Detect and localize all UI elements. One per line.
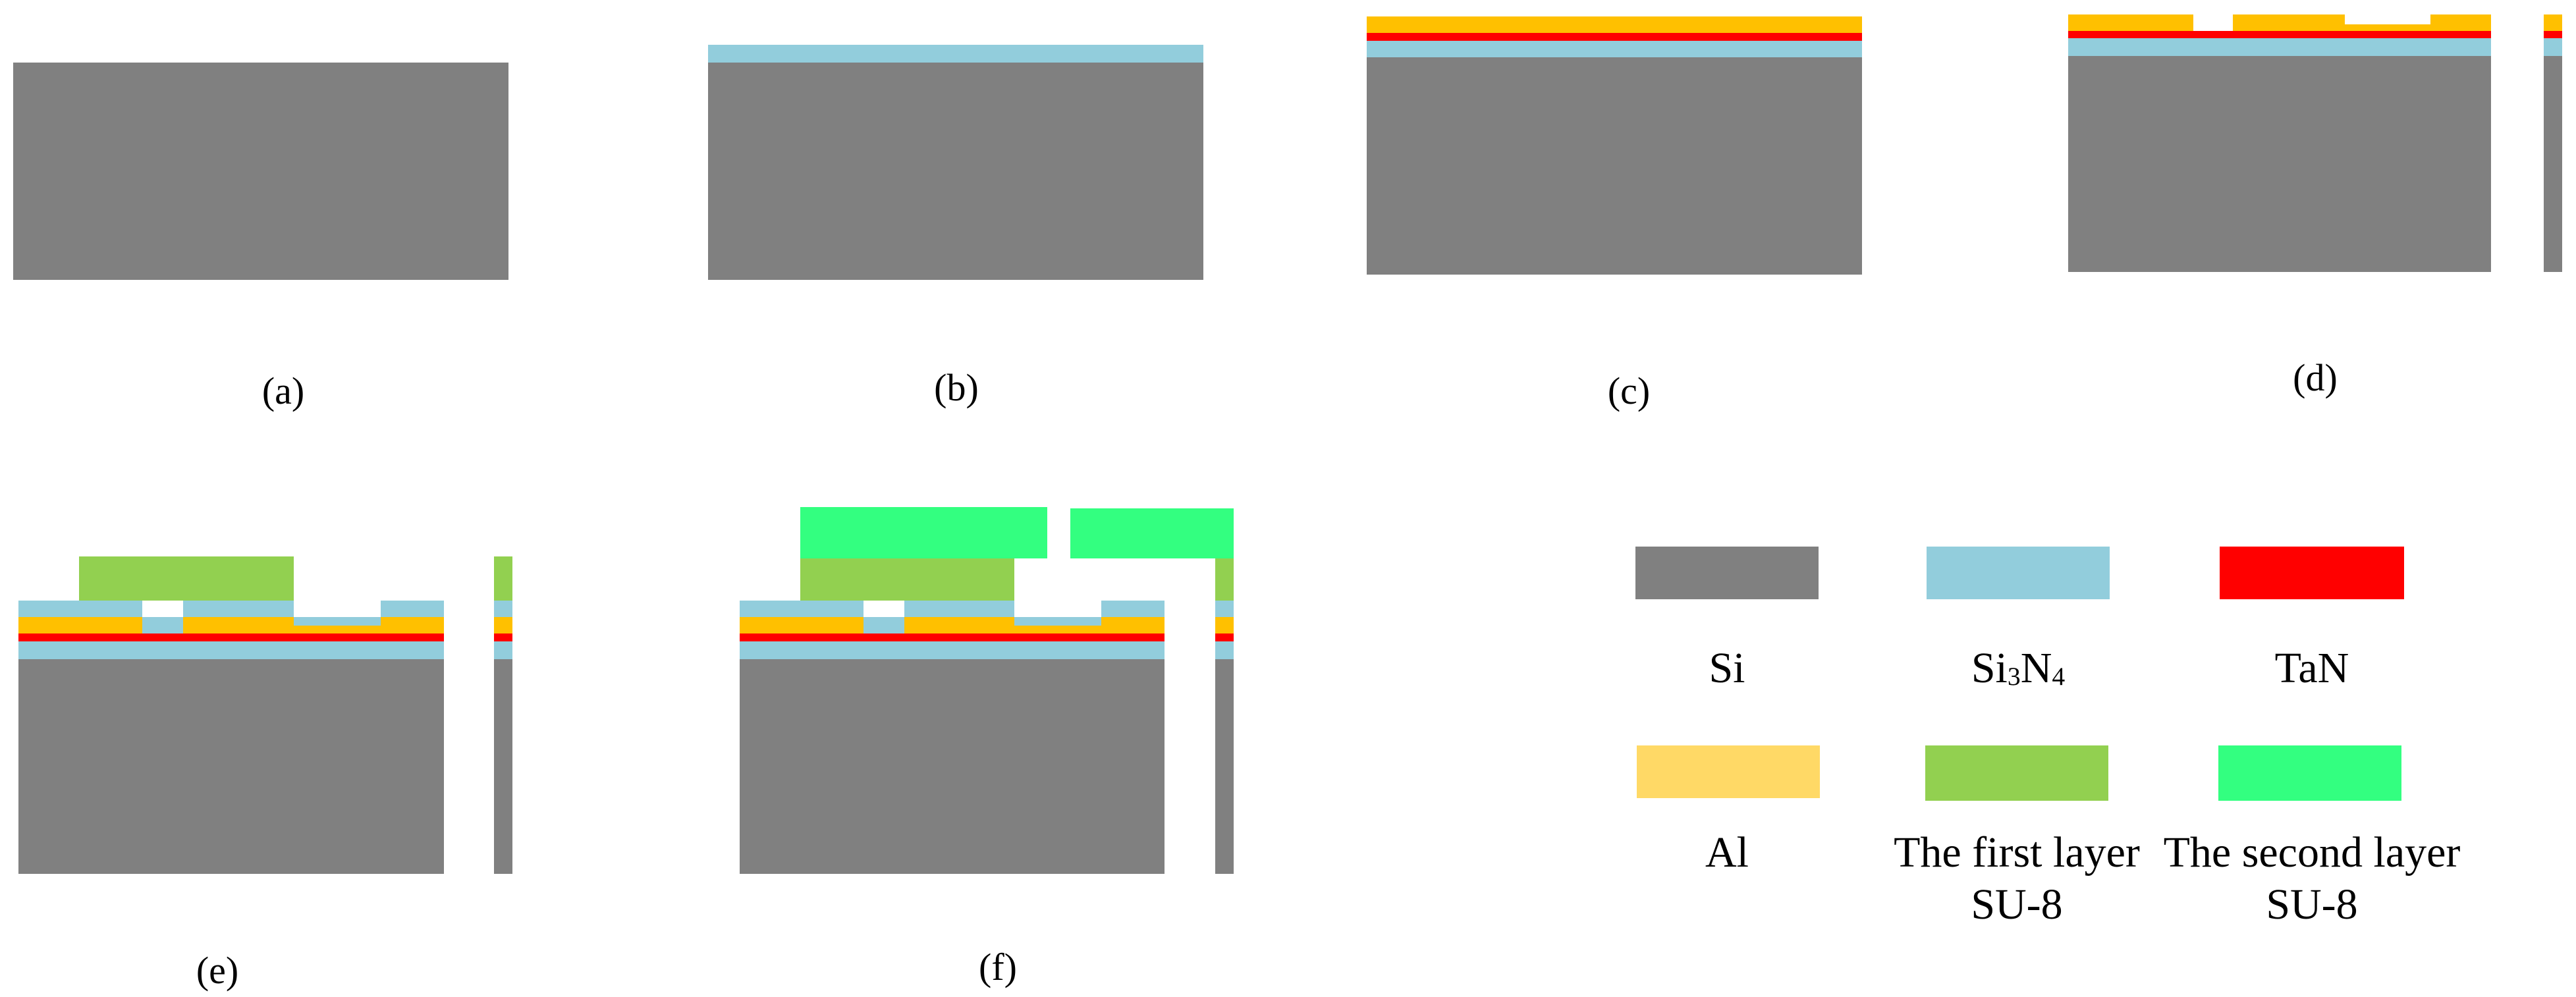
legend-swatch-tan <box>2220 547 2404 599</box>
si3n4-sliver <box>2544 38 2562 56</box>
legend-label-su8-first: The first layer SU-8 <box>1894 828 2140 929</box>
legend-swatch-su8-first <box>1925 745 2108 801</box>
legend-swatch-su8-second <box>2218 745 2401 801</box>
si3n4-top-right <box>1101 601 1165 617</box>
tan-layer <box>1367 33 1862 41</box>
caption-e: (e) <box>196 949 239 992</box>
si3n4-top-right <box>381 601 444 617</box>
si-substrate <box>2068 56 2491 272</box>
tan-layer <box>2068 31 2491 38</box>
legend-swatch-al <box>1637 745 1820 798</box>
si3n4-inset-left <box>142 617 183 633</box>
si3n4-bottom <box>740 641 1165 659</box>
caption-d: (d) <box>2293 356 2338 399</box>
si-substrate <box>1367 57 1862 275</box>
si3n4-bottom <box>18 641 444 659</box>
al-thin-section <box>2345 24 2430 31</box>
si-sliver <box>1215 659 1234 874</box>
al-sliver <box>1215 617 1234 633</box>
tan-sliver <box>1215 633 1234 641</box>
al-pad-right <box>2430 14 2491 31</box>
si3n4-sliver-top <box>494 601 512 617</box>
su8-first-layer <box>800 558 1014 601</box>
al-layer <box>1367 16 1862 33</box>
caption-a: (a) <box>261 369 305 412</box>
al-pad-middle <box>2233 14 2345 31</box>
tan-sliver <box>494 633 512 641</box>
si-substrate <box>13 63 508 280</box>
al-sliver <box>494 617 512 633</box>
si3n4-layer <box>2068 38 2491 56</box>
su8-second-layer-left <box>800 507 1047 558</box>
tan-layer <box>18 633 444 641</box>
caption-c: (c) <box>1607 369 1651 412</box>
legend-label-si3n4: Si3N4 <box>1971 644 2066 692</box>
si-sliver <box>2544 56 2562 272</box>
legend-swatch-si <box>1635 547 1819 599</box>
su8-second-layer-right <box>1070 508 1234 558</box>
si3n4-sliver-top <box>1215 601 1234 617</box>
legend-swatch-si3n4 <box>1927 547 2110 599</box>
legend-label-tan: TaN <box>2274 644 2349 692</box>
si3n4-top-left <box>18 601 142 617</box>
su8-sliver <box>494 556 512 601</box>
si3n4-layer <box>1367 41 1862 57</box>
si3n4-sliver-bottom <box>494 641 512 659</box>
su8-first-layer <box>79 556 294 601</box>
tan-layer <box>740 633 1165 641</box>
si-substrate <box>740 659 1165 874</box>
al-sliver <box>2544 14 2562 31</box>
si-substrate <box>18 659 444 874</box>
si-substrate <box>708 63 1203 280</box>
si3n4-sliver-bottom <box>1215 641 1234 659</box>
legend-label-al: Al <box>1705 828 1749 876</box>
si3n4-layer <box>708 45 1203 63</box>
si3n4-top-middle <box>183 601 294 617</box>
si-sliver <box>494 659 512 874</box>
si3n4-top-middle <box>904 601 1014 617</box>
caption-f: (f) <box>979 946 1017 988</box>
tan-sliver <box>2544 31 2562 38</box>
si3n4-inset-left <box>863 617 904 633</box>
legend-label-si: Si <box>1709 644 1745 692</box>
si3n4-inset-right <box>1014 617 1101 626</box>
si3n4-inset-right <box>294 617 381 626</box>
legend-label-su8-second: The second layer SU-8 <box>2163 828 2461 929</box>
si3n4-top-left <box>740 601 863 617</box>
caption-b: (b) <box>934 366 979 409</box>
al-pad-left <box>2068 14 2193 31</box>
su8-sliver <box>1215 558 1234 601</box>
